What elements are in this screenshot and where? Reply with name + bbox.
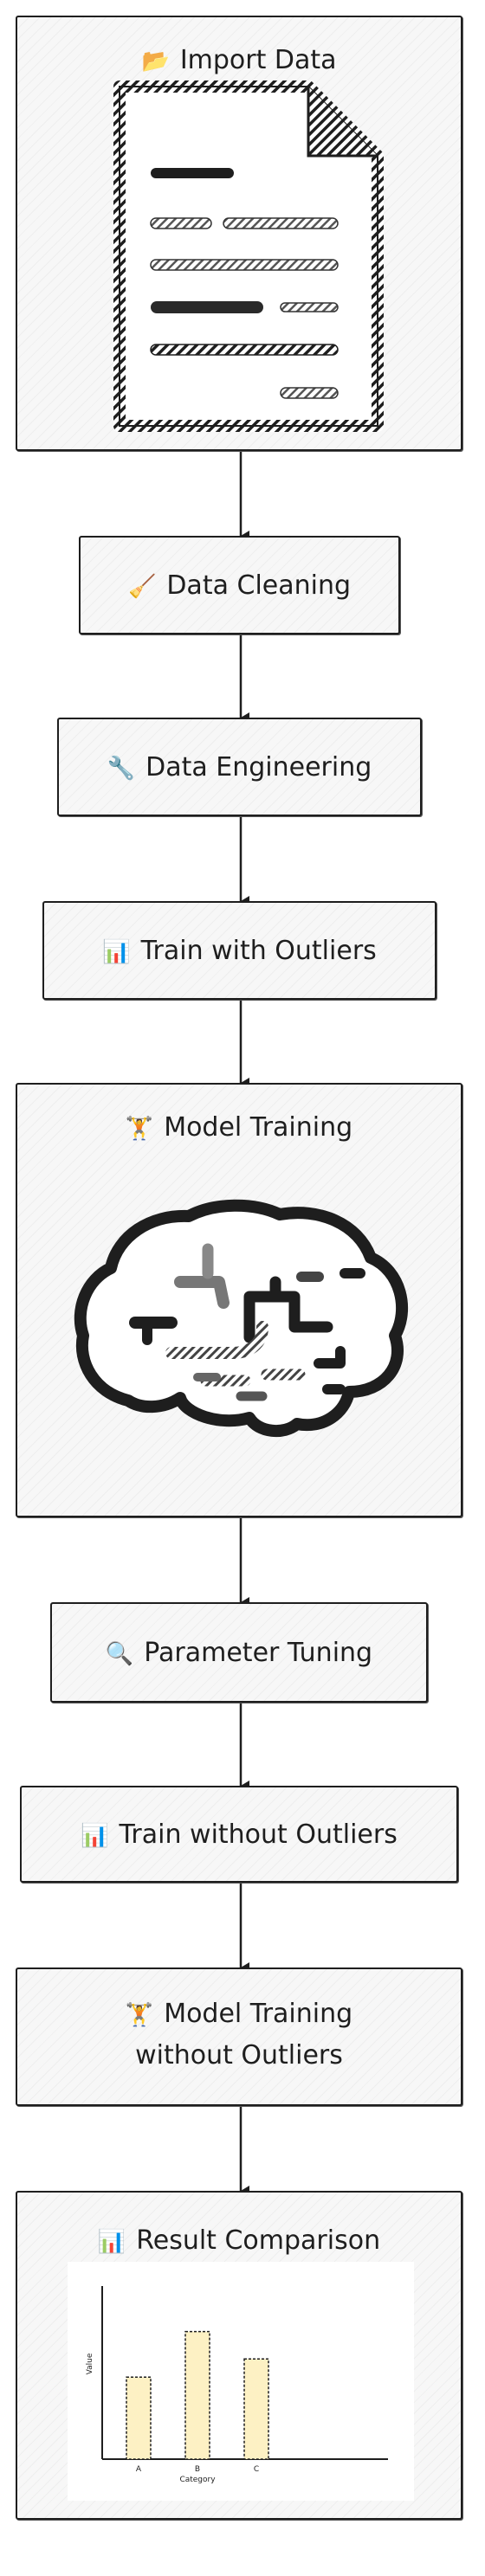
step-model-training-without-outliers[interactable]: 🏋 Model Training without Outliers: [16, 1967, 462, 2106]
chart-bar: [184, 2330, 210, 2460]
step-label: Data Cleaning: [166, 570, 352, 601]
chart-bar: [126, 2376, 152, 2460]
step-result-comparison[interactable]: 📊 Result Comparison A B C Category Value: [16, 2191, 462, 2520]
document-icon: [113, 80, 384, 432]
weightlifter-icon: 🏋: [125, 1116, 154, 1142]
weightlifter-icon: 🏋: [125, 2002, 154, 2028]
step-train-with-outliers[interactable]: 📊 Train with Outliers: [42, 901, 436, 1000]
bar-chart-icon: 📊: [102, 939, 131, 965]
step-model-training[interactable]: 🏋 Model Training: [16, 1083, 462, 1517]
brain-icon: [74, 1199, 408, 1438]
x-tick-label: A: [136, 2465, 142, 2474]
chart-bar: [243, 2358, 269, 2460]
magnifier-icon: 🔍: [105, 1641, 134, 1667]
step-label: Data Engineering: [146, 752, 372, 782]
step-label: Model Training: [164, 1112, 353, 1143]
step-label: Import Data: [179, 45, 337, 75]
x-axis-label: Category: [179, 2476, 216, 2484]
wrench-icon: 🔧: [107, 756, 136, 782]
step-label-line1: Model Training: [164, 1999, 353, 2029]
step-label: Train without Outliers: [119, 1819, 398, 1850]
step-label-line2: without Outliers: [135, 2040, 343, 2070]
step-import-data[interactable]: 📂 Import Data: [16, 16, 462, 451]
y-axis-label: Value: [86, 2353, 94, 2374]
step-data-engineering[interactable]: 🔧 Data Engineering: [57, 718, 422, 816]
x-tick-label: C: [254, 2465, 259, 2474]
step-label: Train with Outliers: [140, 936, 377, 966]
broom-icon: 🧹: [127, 574, 157, 600]
folder-icon: 📂: [141, 48, 170, 74]
bar-chart-icon: 📊: [81, 1823, 109, 1849]
step-train-without-outliers[interactable]: 📊 Train without Outliers: [20, 1786, 458, 1883]
result-bar-chart: A B C Category Value: [68, 2262, 414, 2501]
bar-chart-icon: 📊: [97, 2229, 126, 2255]
x-tick-label: B: [195, 2465, 200, 2474]
step-label: Result Comparison: [136, 2225, 381, 2256]
step-data-cleaning[interactable]: 🧹 Data Cleaning: [79, 536, 400, 634]
step-label: Parameter Tuning: [144, 1638, 373, 1668]
step-parameter-tuning[interactable]: 🔍 Parameter Tuning: [50, 1602, 428, 1703]
